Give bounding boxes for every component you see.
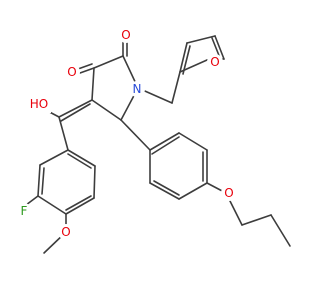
bond: [25, 195, 39, 206]
bond: [178, 182, 208, 200]
bond: [120, 119, 151, 151]
atom-label-layer: O O N O HO F O: [16, 27, 237, 240]
bond: [79, 67, 95, 74]
bond: [91, 99, 122, 121]
hydroxy-label: HO: [29, 97, 51, 113]
bond: [37, 164, 41, 197]
bond: [241, 214, 272, 226]
bond: [270, 214, 291, 247]
bond: [178, 132, 208, 151]
bond: [65, 195, 92, 211]
bond: [91, 67, 95, 101]
bond: [182, 45, 191, 75]
propoxy-oxygen-label: O: [221, 185, 237, 201]
ketone-oxygen-label: O: [64, 64, 80, 80]
bond: [58, 116, 69, 151]
bond: [93, 165, 96, 199]
atom-symbol: N: [133, 82, 142, 96]
bond: [214, 35, 225, 60]
molecule-drawing: O O N O HO F O: [16, 27, 291, 254]
bond: [186, 35, 216, 44]
bond: [149, 132, 180, 151]
bond: [58, 99, 93, 118]
atom-symbol: HO: [30, 97, 48, 111]
bond: [67, 149, 96, 167]
bond: [171, 71, 181, 104]
ring-nitrogen-label: N: [129, 81, 145, 97]
bond: [77, 63, 93, 70]
furan-oxygen-label: O: [207, 54, 223, 70]
bond: [211, 37, 221, 59]
bond: [67, 153, 92, 169]
bond: [60, 103, 91, 122]
atom-symbol: O: [121, 28, 130, 42]
lactam-oxygen-label: O: [118, 27, 134, 43]
bond-layer: [25, 35, 291, 254]
structure-diagram: O O N O HO F O: [16, 27, 291, 254]
methoxy-oxygen-label: O: [58, 224, 74, 240]
atom-symbol: O: [210, 55, 219, 69]
bond: [179, 42, 188, 73]
atom-symbol: O: [61, 225, 70, 239]
bond: [149, 182, 180, 200]
bond: [153, 180, 180, 196]
bond: [37, 195, 67, 215]
atom-symbol: O: [67, 65, 76, 79]
bond: [65, 197, 95, 215]
bond: [93, 55, 124, 69]
bond: [151, 136, 180, 155]
atom-symbol: O: [224, 186, 233, 200]
bond: [41, 167, 45, 195]
bond: [39, 149, 69, 166]
fluorine-label: F: [16, 203, 32, 219]
atom-symbol: F: [21, 204, 28, 218]
